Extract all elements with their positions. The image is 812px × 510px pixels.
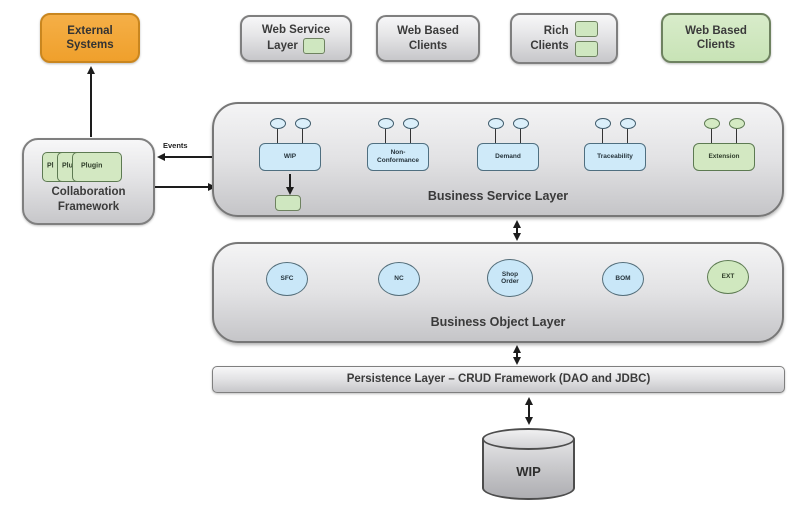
green-swatch-icon [574, 40, 598, 57]
plugin-label: Pl [47, 162, 54, 170]
arrow-right-to-service-layer [155, 182, 216, 192]
cylinder-body [482, 439, 575, 500]
interface-circle-icon [269, 118, 286, 129]
persistence-layer-label: Persistence Layer – CRUD Framework (DAO … [346, 373, 651, 386]
interface-circle-icon [728, 118, 745, 129]
interface-lollipop-icons [594, 118, 636, 143]
component-non-conformance: Non-Conformance [367, 118, 429, 171]
object-shop-order: Shop Order [487, 259, 533, 297]
business-object-layer: SFC NC Shop Order BOM EXT Business Objec… [212, 242, 784, 343]
interface-circle-icon [619, 118, 636, 129]
wip-database-cylinder: WIP [482, 428, 575, 500]
collaboration-framework-label: Collaboration Framework [51, 186, 126, 214]
collaboration-framework-box: Pl Plu Plugin Collaboration Framework [22, 138, 155, 225]
business-service-layer: WIP Non-Conformance Demand Traceability [212, 102, 784, 217]
component-box: Extension [693, 143, 755, 171]
rich-clients-label: Rich Clients [530, 24, 568, 53]
component-box: WIP [259, 143, 321, 171]
arrow-bol-persistence [512, 345, 522, 365]
external-systems-label: External Systems [66, 24, 114, 51]
interface-circle-icon [512, 118, 529, 129]
green-swatch-icon [302, 37, 325, 54]
web-based-clients-box: Web Based Clients [376, 15, 480, 62]
web-service-layer-line1: Web Service [261, 24, 331, 37]
web-service-layer-box: Web Service Layer [240, 15, 352, 62]
plugin-box: Plugin [72, 152, 122, 182]
component-wip: WIP [259, 118, 321, 171]
arrow-persistence-db [524, 397, 534, 425]
green-swatch-icon [574, 20, 598, 37]
persistence-layer-bar: Persistence Layer – CRUD Framework (DAO … [212, 366, 785, 393]
web-service-layer-line2-row: Layer [267, 37, 325, 54]
object-sfc: SFC [266, 262, 308, 296]
events-arrow-label: Events [163, 141, 188, 150]
business-service-layer-label: Business Service Layer [427, 189, 569, 203]
rich-clients-box: Rich Clients [510, 13, 618, 64]
component-box: Demand [477, 143, 539, 171]
web-service-layer-line2: Layer [267, 39, 298, 52]
interface-circle-icon [402, 118, 419, 129]
rich-clients-line2: Clients [530, 39, 569, 52]
web-based-clients-label: Web Based Clients [397, 25, 459, 52]
web-based-clients-green-box: Web Based Clients [661, 13, 771, 63]
interface-lollipop-icons [377, 118, 419, 143]
component-box: Traceability [584, 143, 646, 171]
interface-circle-icon [487, 118, 504, 129]
interface-circle-icon [703, 118, 720, 129]
component-demand: Demand [477, 118, 539, 171]
interface-lollipop-icons [269, 118, 311, 143]
arrow-up-to-external-systems [86, 66, 96, 137]
external-systems-box: External Systems [40, 13, 140, 63]
rich-clients-swatches [574, 20, 598, 57]
wip-database-label: WIP [516, 464, 541, 479]
web-based-clients-green-label: Web Based Clients [685, 24, 747, 51]
arrow-down-from-wip [285, 174, 295, 195]
component-box: Non-Conformance [367, 143, 429, 171]
interface-circle-icon [377, 118, 394, 129]
interface-circle-icon [594, 118, 611, 129]
wip-plugin-swatch [275, 195, 301, 211]
cylinder-top [482, 428, 575, 450]
plugin-label: Plu [62, 162, 73, 170]
object-bom: BOM [602, 262, 644, 296]
business-object-layer-label: Business Object Layer [430, 315, 566, 329]
plugin-label: Plugin [81, 162, 103, 170]
component-traceability: Traceability [584, 118, 646, 171]
arrow-left-events [157, 152, 213, 162]
component-extension: Extension [693, 118, 755, 171]
interface-lollipop-icons [703, 118, 745, 143]
arrow-bsl-bol [512, 220, 522, 241]
rich-clients-line1: Rich [543, 25, 569, 38]
interface-lollipop-icons [487, 118, 529, 143]
interface-circle-icon [294, 118, 311, 129]
object-ext: EXT [707, 260, 749, 294]
object-nc: NC [378, 262, 420, 296]
